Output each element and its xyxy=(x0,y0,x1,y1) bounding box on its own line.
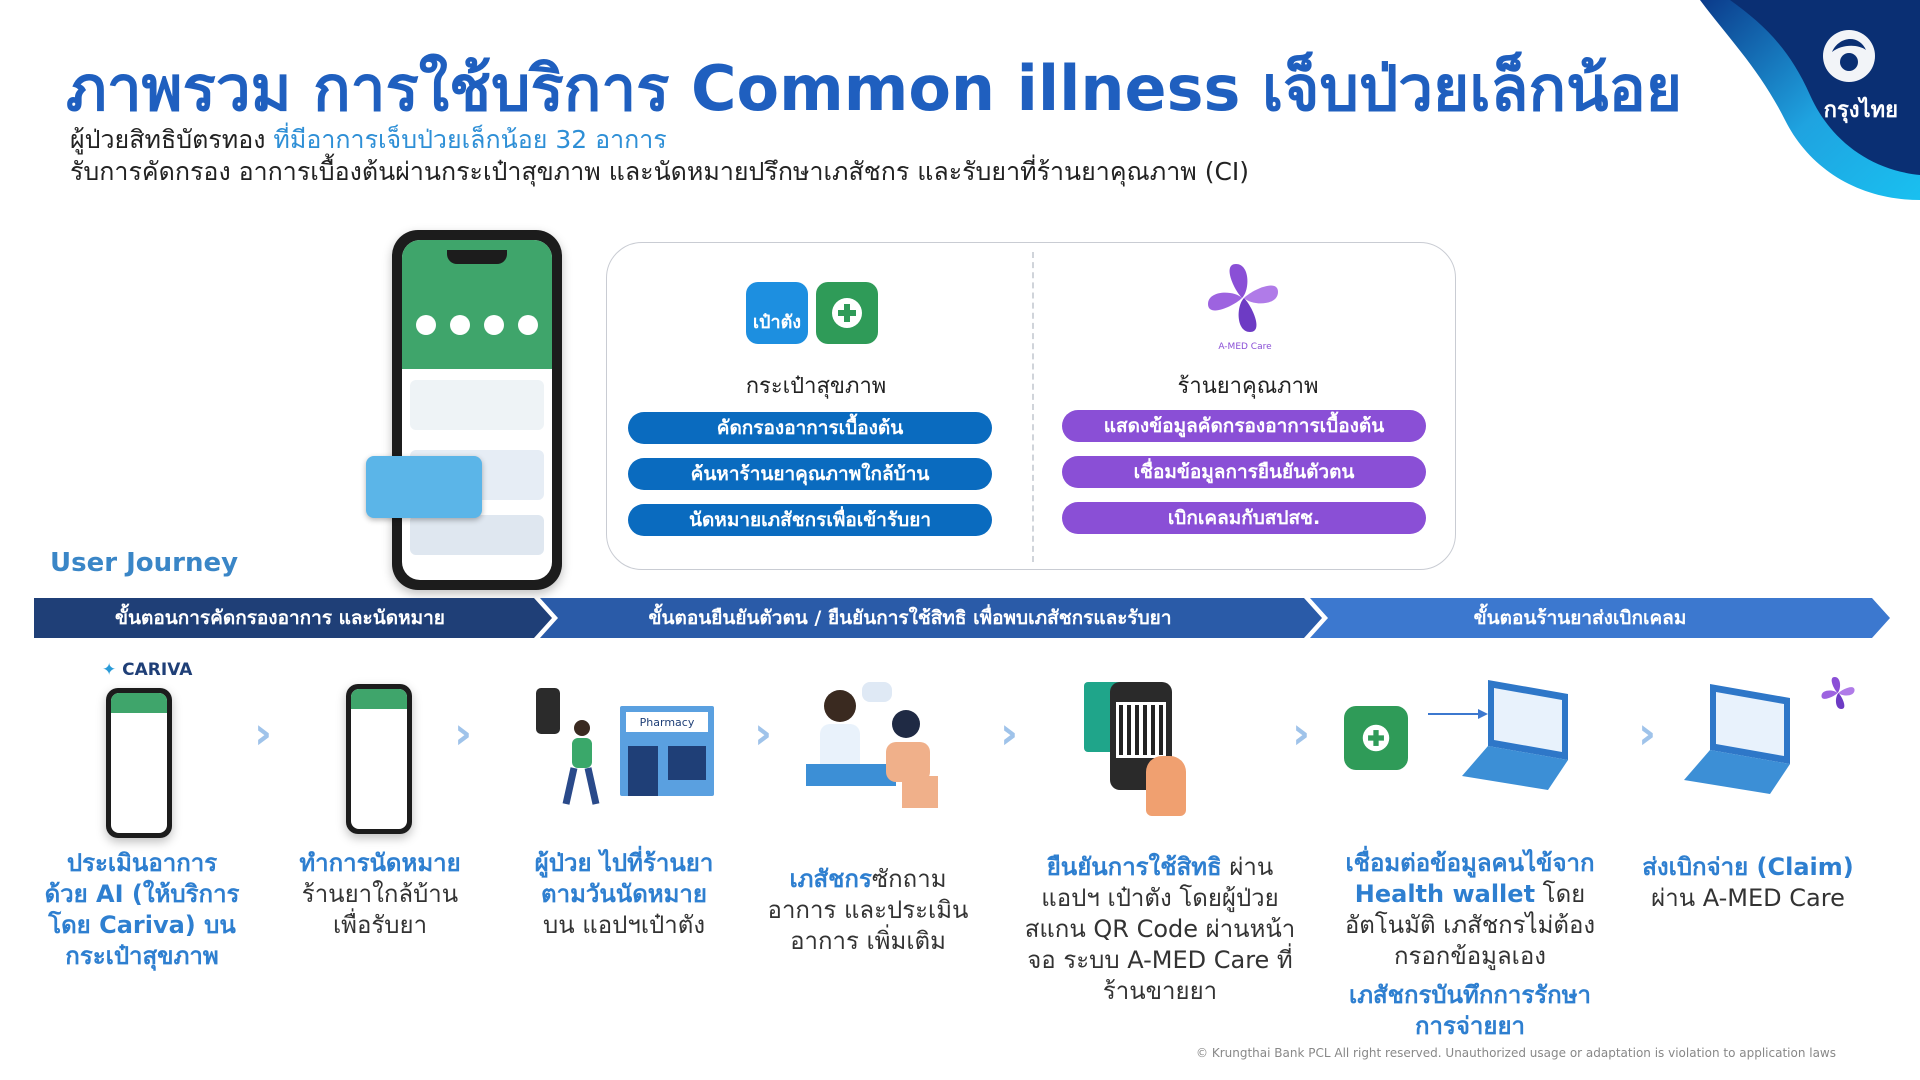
pharmacy-store-icon: Pharmacy xyxy=(620,706,714,796)
app-phone-mockup xyxy=(392,230,562,590)
right-service-item: เชื่อมข้อมูลการยืนยันตัวตน xyxy=(1062,456,1426,488)
step-1-text: ประเมินอาการ ด้วย AI (ให้บริการโดย Cariv… xyxy=(44,849,240,970)
chevron-right-icon: › xyxy=(254,708,273,759)
step-3-highlight: ผู้ป่วย ไปที่ร้านยา ตามวันนัดหมาย xyxy=(534,849,714,908)
step-5-highlight: ยืนยันการใช้สิทธิ xyxy=(1046,853,1222,881)
app-card-row xyxy=(410,380,544,430)
subtitle-line-2: รับการคัดกรอง อาการเบื้องต้นผ่านกระเป๋าส… xyxy=(70,157,1250,186)
journey-stage-3: ขั้นตอนร้านยาส่งเบิกเคลม xyxy=(1473,607,1687,629)
copyright-notice: © Krungthai Bank PCL All right reserved.… xyxy=(1196,1046,1836,1060)
step-6-note: เภสัชกรบันทึกการรักษา การจ่ายยา xyxy=(1349,981,1591,1040)
laptop-icon xyxy=(1462,680,1568,790)
brand-logo-text: กรุงไทย xyxy=(1823,98,1898,123)
promo-card xyxy=(366,456,482,518)
panel-divider xyxy=(1032,252,1034,562)
step-6-text: โดยอัตโนมัติ เภสัชกรไม่ต้องกรอกข้อมูลเอง xyxy=(1344,880,1596,970)
app-thumbnails xyxy=(410,515,544,555)
plus-icon xyxy=(832,298,862,328)
krungthai-bird-icon xyxy=(1823,30,1875,82)
pharmacy-door xyxy=(628,746,658,796)
left-service-item: คัดกรองอาการเบื้องต้น xyxy=(628,412,992,444)
arrow-right-icon xyxy=(1428,709,1488,719)
pharmacy-sign: Pharmacy xyxy=(626,712,708,732)
health-wallet-small-icon xyxy=(1344,706,1408,770)
user-journey-label: User Journey xyxy=(50,548,239,578)
journey-step-7: ส่งเบิกจ่าย (Claim) ผ่าน A-MED Care xyxy=(1636,852,1860,914)
patient-walking-icon xyxy=(562,720,600,805)
journey-stage-1: ขั้นตอนการคัดกรองอาการ และนัดหมาย xyxy=(115,607,445,629)
phone-notch xyxy=(447,250,507,264)
plus-icon xyxy=(1362,724,1390,752)
qr-code-icon xyxy=(1116,702,1166,758)
pharmacy-window xyxy=(668,746,706,780)
chevron-right-icon: › xyxy=(1292,708,1311,759)
chevron-right-icon: › xyxy=(754,708,773,759)
pharmacist-consult-icon xyxy=(806,682,938,808)
step1-phone xyxy=(106,688,172,838)
paotang-icon-label: เป๋าตัง xyxy=(752,312,802,333)
step-7-highlight: ส่งเบิกจ่าย (Claim) xyxy=(1642,853,1854,881)
right-service-item: แสดงข้อมูลคัดกรองอาการเบื้องต้น xyxy=(1062,410,1426,442)
health-wallet-icon xyxy=(816,282,878,344)
step-5-text: ผ่านแอปฯ เป๋าตัง โดยผู้ป่วยสแกน QR Code … xyxy=(1024,853,1296,1005)
journey-stage-bar xyxy=(34,598,1890,638)
hand-icon xyxy=(1146,756,1186,816)
left-service-item: ค้นหาร้านยาคุณภาพใกล้บ้าน xyxy=(628,458,992,490)
chevron-right-icon: › xyxy=(1000,708,1019,759)
app-shortcut-icons xyxy=(416,315,538,335)
cariva-logo: ✦ CARIVA xyxy=(102,660,192,680)
journey-stage-2: ขั้นตอนยืนยันตัวตน / ยืนยันการใช้สิทธิ เ… xyxy=(648,607,1172,629)
cariva-logo-text: CARIVA xyxy=(122,660,193,680)
chevron-right-icon: › xyxy=(1638,708,1657,759)
cariva-leaf-icon: ✦ xyxy=(102,660,117,680)
subtitle-line-1: ผู้ป่วยสิทธิบัตรทอง ที่มีอาการเจ็บป่วยเล… xyxy=(70,120,667,160)
step3-small-phone xyxy=(536,688,560,734)
right-service-title: ร้านยาคุณภาพ xyxy=(1177,374,1319,399)
journey-step-3: ผู้ป่วย ไปที่ร้านยา ตามวันนัดหมายบน แอปฯ… xyxy=(526,848,722,941)
amed-logo-icon xyxy=(1208,264,1278,332)
journey-step-2: ทำการนัดหมาย ร้านยาใกล้บ้าน เพื่อรับยา xyxy=(290,848,470,941)
step-6-highlight: เชื่อมต่อข้อมูลคนไข้จาก Health wallet xyxy=(1345,849,1595,908)
journey-step-1: ประเมินอาการ ด้วย AI (ให้บริการโดย Cariv… xyxy=(42,848,242,972)
step-4-highlight: เภสัชกร xyxy=(789,865,872,893)
step-4-text: ซักถามอาการ และประเมินอาการ เพิ่มเติม xyxy=(767,865,969,955)
step-7-text: ผ่าน A-MED Care xyxy=(1651,884,1845,912)
chevron-right-icon: › xyxy=(454,708,473,759)
paotang-app-icon: เป๋าตัง xyxy=(746,282,808,344)
amed-logo-text: A-MED Care xyxy=(1218,342,1272,352)
page-title: ภาพรวม การใช้บริการ Common illness เจ็บป… xyxy=(66,52,1683,125)
step2-phone xyxy=(346,684,412,834)
claim-laptop-icon xyxy=(1684,684,1790,794)
journey-step-4: เภสัชกรซักถามอาการ และประเมินอาการ เพิ่ม… xyxy=(758,864,978,957)
journey-step-5: ยืนยันการใช้สิทธิ ผ่านแอปฯ เป๋าตัง โดยผู… xyxy=(1020,852,1300,1007)
step-2-highlight: ทำการนัดหมาย xyxy=(299,849,461,877)
subtitle-prefix: ผู้ป่วยสิทธิบัตรทอง xyxy=(70,125,274,154)
amed-small-icon xyxy=(1821,676,1855,710)
subtitle-highlight: ที่มีอาการเจ็บป่วยเล็กน้อย 32 อาการ xyxy=(273,125,667,154)
left-service-item: นัดหมายเภสัชกรเพื่อเข้ารับยา xyxy=(628,504,992,536)
qr-phone xyxy=(1110,682,1172,790)
journey-step-6: เชื่อมต่อข้อมูลคนไข้จาก Health wallet โด… xyxy=(1330,848,1610,1042)
left-service-title: กระเป๋าสุขภาพ xyxy=(745,374,887,399)
step-3-text: บน แอปฯเป๋าตัง xyxy=(542,911,706,939)
pharmacy-sign-text: Pharmacy xyxy=(639,715,695,729)
step-2-text: ร้านยาใกล้บ้าน เพื่อรับยา xyxy=(301,880,459,939)
right-service-item: เบิกเคลมกับสปสช. xyxy=(1062,502,1426,534)
phone-screen xyxy=(402,240,552,580)
